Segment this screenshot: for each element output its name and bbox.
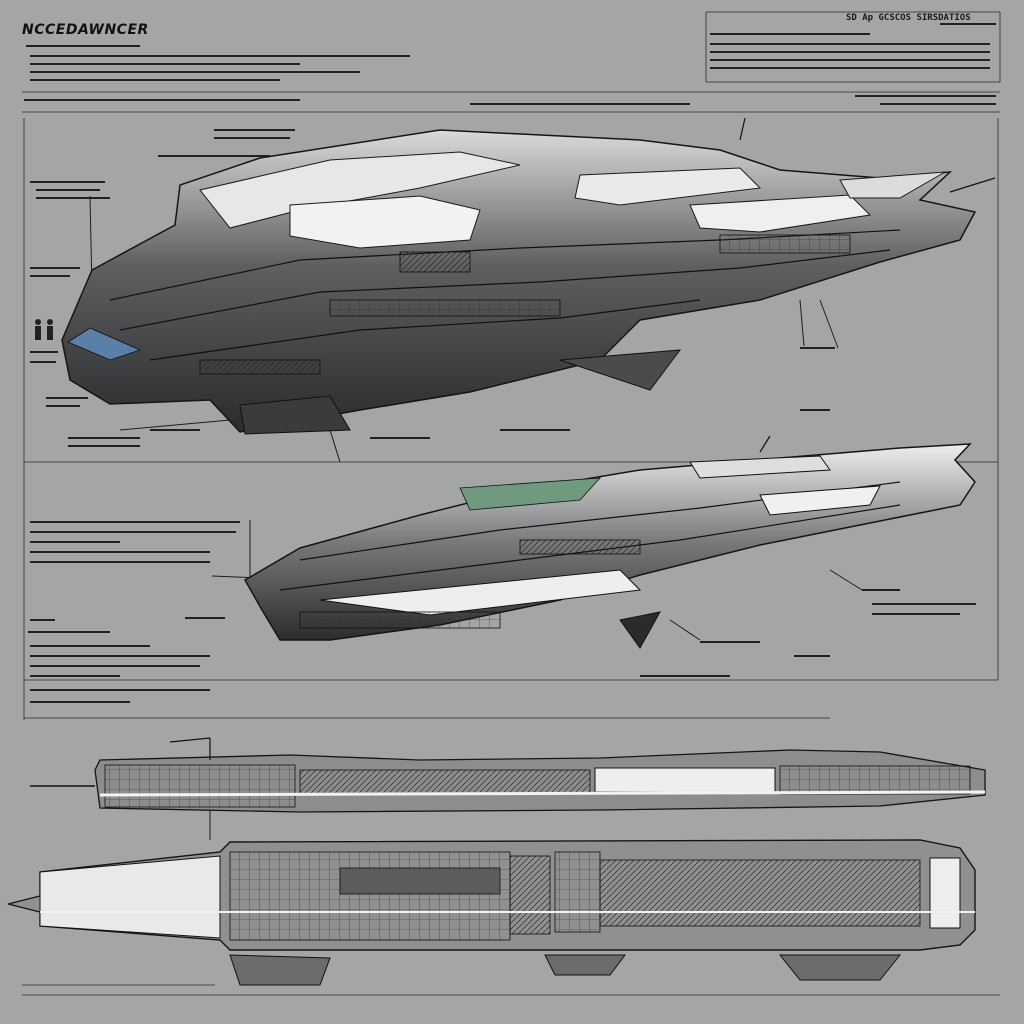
frame-lines [22,11,1001,996]
annotation-text-blocks [24,23,996,703]
ship-view-profile [30,737,986,813]
ship-view-plan [7,839,976,986]
crew-figure-icon [35,319,53,340]
sheet-code: SD Ap GCSCOS SIRSDATIOS [846,13,971,23]
sheet-title: NCCEDAWNCER [22,22,149,38]
ship-view-perspective-top [61,117,996,435]
ship-view-perspective-side [243,435,976,649]
